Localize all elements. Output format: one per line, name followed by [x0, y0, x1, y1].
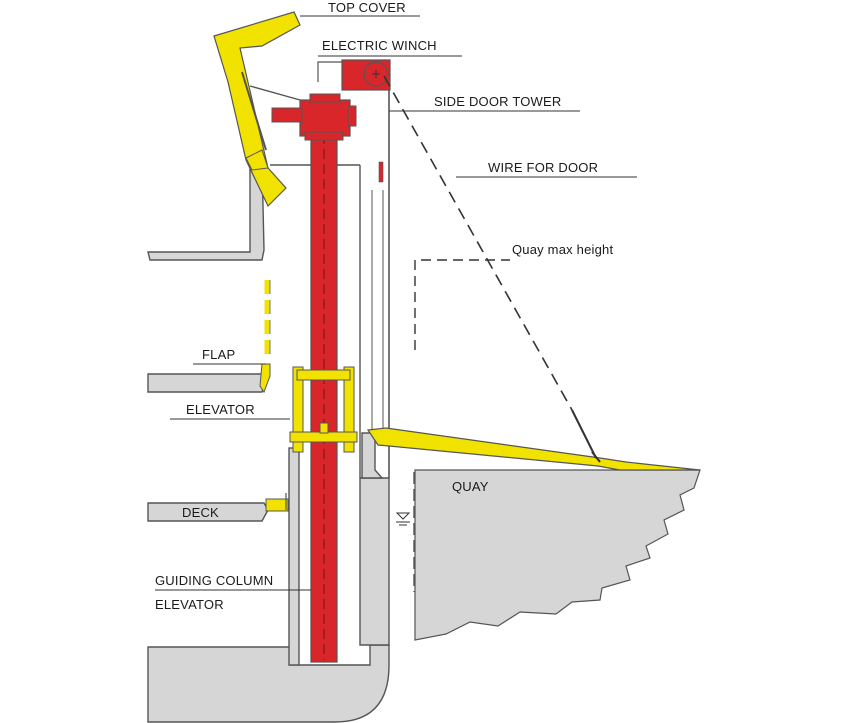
door-wire-solid	[571, 409, 597, 459]
ship-hull	[147, 432, 390, 723]
flap	[259, 280, 271, 394]
door-lock-marker	[378, 161, 384, 183]
hull-bottom	[147, 644, 390, 723]
label-wire-for-door: WIRE FOR DOOR	[488, 160, 598, 175]
label-elevator: ELEVATOR	[186, 402, 255, 417]
lower-deck	[147, 502, 269, 522]
top-cover	[213, 11, 301, 208]
quay-ground	[414, 469, 701, 641]
column-head-top	[309, 93, 341, 103]
cover-link	[249, 85, 301, 101]
carriage-top	[296, 369, 351, 381]
electric-winch	[341, 59, 391, 91]
cover-hinge	[245, 149, 269, 171]
label-deck: DECK	[182, 505, 219, 520]
label-guiding-column: GUIDING COLUMN	[155, 573, 273, 588]
label-flap: FLAP	[202, 347, 235, 362]
column-head	[299, 99, 351, 137]
label-side-door-tower: SIDE DOOR TOWER	[434, 94, 561, 109]
water-level-marker	[395, 512, 411, 520]
ramp-plate	[366, 427, 701, 471]
carriage-right	[343, 366, 355, 453]
deck-stub	[265, 498, 289, 512]
side-door-ramp	[366, 427, 701, 471]
door-wire	[383, 75, 573, 411]
column-collar	[304, 131, 344, 141]
hull-shaft-wall	[359, 477, 390, 646]
drive-flange	[347, 105, 357, 127]
upper-deck	[147, 161, 265, 261]
label-electric-winch: ELECTRIC WINCH	[322, 38, 437, 53]
cover-hydraulic-arm	[241, 71, 267, 151]
label-quay: QUAY	[452, 479, 489, 494]
column-housing-wall	[288, 447, 300, 666]
guiding-column	[271, 93, 357, 663]
leader-lines	[155, 15, 637, 591]
flap-hinge	[259, 363, 271, 394]
drive-motor	[271, 107, 303, 123]
elevator-carriage	[289, 366, 358, 453]
carriage-left	[292, 366, 304, 453]
carriage-bolt	[319, 422, 329, 434]
label-top-cover: TOP COVER	[328, 0, 406, 15]
winch-support	[317, 61, 342, 82]
label-guiding-column-elevator: ELEVATOR	[155, 597, 224, 612]
middle-deck	[147, 373, 267, 393]
label-quay-max-height: Quay max height	[512, 242, 613, 257]
quay-max-height-line	[414, 259, 510, 350]
labels: TOP COVER ELECTRIC WINCH SIDE DOOR TOWER…	[155, 0, 613, 612]
quay	[395, 469, 701, 641]
